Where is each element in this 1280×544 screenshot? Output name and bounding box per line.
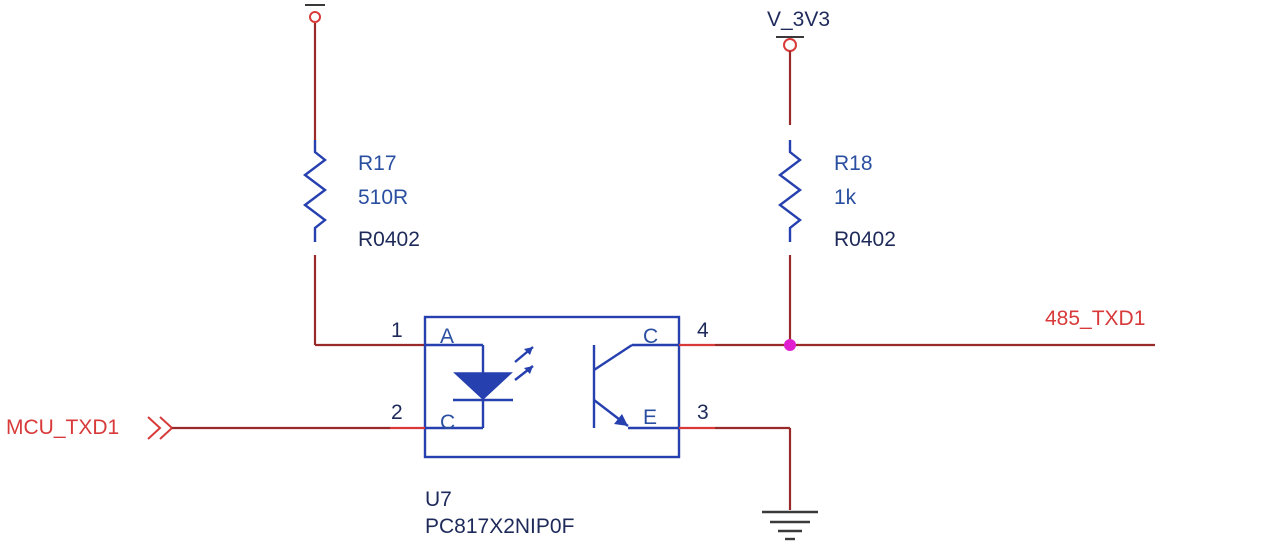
resistor-r17: R17 510R R0402 xyxy=(303,140,420,251)
input-net-label: MCU_TXD1 xyxy=(6,416,119,439)
power-symbol-left xyxy=(305,4,325,23)
net-485-txd1: 485_TXD1 xyxy=(679,307,1155,351)
pin-number-1: 1 xyxy=(391,319,403,342)
ground-connection xyxy=(679,426,792,510)
phototransistor-symbol xyxy=(592,343,679,430)
r18-footprint: R0402 xyxy=(834,228,896,251)
r18-ref: R18 xyxy=(834,152,873,175)
pin-number-4: 4 xyxy=(697,319,709,342)
r18-value: 1k xyxy=(834,186,857,209)
output-net-label: 485_TXD1 xyxy=(1045,307,1145,330)
resistor-r18: R18 1k R0402 xyxy=(778,140,896,251)
net-mcu-txd1: MCU_TXD1 xyxy=(6,416,425,440)
pin-name-c-led: C xyxy=(440,411,455,434)
pin-number-3: 3 xyxy=(697,401,709,424)
junction-dot xyxy=(784,339,796,351)
pin-name-c-transistor: C xyxy=(643,325,658,348)
u7-part: PC817X2NIP0F xyxy=(425,515,574,538)
optocoupler-u7: A C C E 1 2 4 3 U7 PC817X2NIP0F xyxy=(391,315,709,538)
ground-icon xyxy=(762,510,818,541)
led-symbol xyxy=(425,343,534,430)
power-net-label: V_3V3 xyxy=(767,8,830,31)
u7-ref: U7 xyxy=(425,488,452,511)
pin-number-2: 2 xyxy=(391,401,403,424)
r17-ref: R17 xyxy=(358,152,397,175)
pin-name-e: E xyxy=(643,406,657,429)
r17-wires xyxy=(313,23,425,347)
power-symbol-v3v3: V_3V3 xyxy=(767,8,830,52)
pin-name-a: A xyxy=(440,325,454,348)
r17-value: 510R xyxy=(358,186,408,209)
r17-footprint: R0402 xyxy=(358,228,420,251)
